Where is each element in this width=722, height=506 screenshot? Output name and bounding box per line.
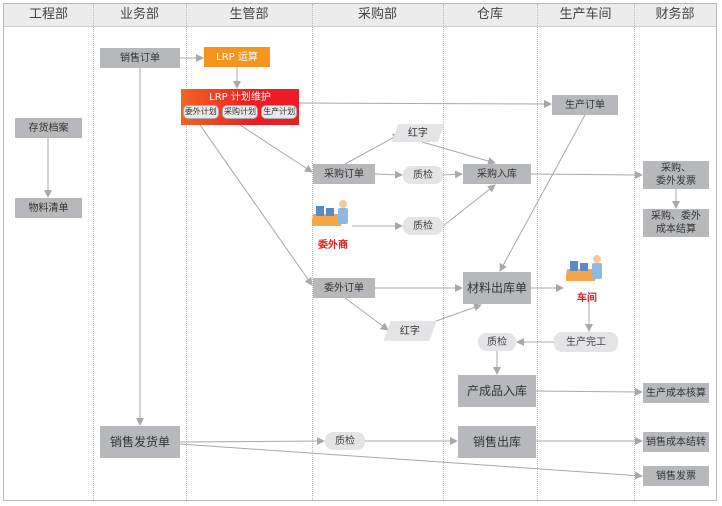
sub-purchase-plan[interactable]: 采购计划 xyxy=(222,105,258,119)
node-invoice[interactable]: 采购、 委外发票 xyxy=(643,161,709,189)
column-finance: 财务部 xyxy=(655,7,695,22)
node-lrp-maintenance[interactable]: LRP 计划维护 委外计划 采购计划 生产计划 xyxy=(181,89,299,125)
node-sales-invoice[interactable]: 销售发票 xyxy=(643,466,709,486)
subcontractor-icon xyxy=(312,200,348,226)
divider xyxy=(443,4,444,500)
node-qc-3[interactable]: 质检 xyxy=(478,333,516,351)
subcontractor-label: 委外商 xyxy=(318,240,348,251)
node-cost-settlement[interactable]: 采购、委外 成本结算 xyxy=(643,209,709,237)
sub-outsource-plan[interactable]: 委外计划 xyxy=(182,105,219,119)
lrp-maintenance-title: LRP 计划维护 xyxy=(209,92,271,103)
node-production-cost[interactable]: 生产成本核算 xyxy=(643,383,709,403)
node-sales-delivery[interactable]: 销售发货单 xyxy=(100,426,180,458)
node-inventory-file[interactable]: 存货档案 xyxy=(15,118,82,138)
node-finished-goods-in[interactable]: 产成品入库 xyxy=(458,375,536,407)
node-production-order[interactable]: 生产订单 xyxy=(552,95,618,115)
column-purchasing: 采购部 xyxy=(357,7,397,22)
node-qc-1[interactable]: 质检 xyxy=(403,166,443,184)
column-warehouse: 仓库 xyxy=(476,7,503,22)
workshop-icon xyxy=(566,255,602,281)
node-qc-4[interactable]: 质检 xyxy=(325,432,365,450)
node-sales-out[interactable]: 销售出库 xyxy=(458,426,536,458)
divider xyxy=(312,4,313,500)
node-red-note-1[interactable]: 红字 xyxy=(391,124,445,142)
divider xyxy=(93,4,94,500)
divider xyxy=(537,4,538,500)
column-production-mgmt: 生管部 xyxy=(229,7,269,22)
node-red-note-2[interactable]: 红字 xyxy=(383,321,437,341)
red-note-label: 红字 xyxy=(400,325,420,337)
header-row xyxy=(4,4,716,27)
red-note-label: 红字 xyxy=(408,127,428,139)
column-workshop: 生产车间 xyxy=(559,7,612,22)
node-purchase-in[interactable]: 采购入库 xyxy=(463,164,531,184)
workshop-label: 车间 xyxy=(577,293,597,304)
diagram-frame xyxy=(3,3,717,501)
sub-production-plan[interactable]: 生产计划 xyxy=(261,105,298,119)
node-production-complete[interactable]: 生产完工 xyxy=(554,332,618,352)
node-outsource-order[interactable]: 委外订单 xyxy=(313,278,375,298)
column-engineering: 工程部 xyxy=(28,7,68,22)
column-business: 业务部 xyxy=(119,7,159,22)
node-lrp-run[interactable]: LRP 运算 xyxy=(204,47,270,67)
node-material-out[interactable]: 材料出库单 xyxy=(463,272,531,304)
node-sales-cost[interactable]: 销售成本结转 xyxy=(643,432,709,452)
node-purchase-order[interactable]: 采购订单 xyxy=(313,164,375,184)
divider xyxy=(634,4,635,500)
divider xyxy=(186,4,187,500)
node-qc-2[interactable]: 质检 xyxy=(403,217,443,235)
node-bom[interactable]: 物料清单 xyxy=(15,198,82,218)
node-sales-order[interactable]: 销售订单 xyxy=(100,48,180,68)
